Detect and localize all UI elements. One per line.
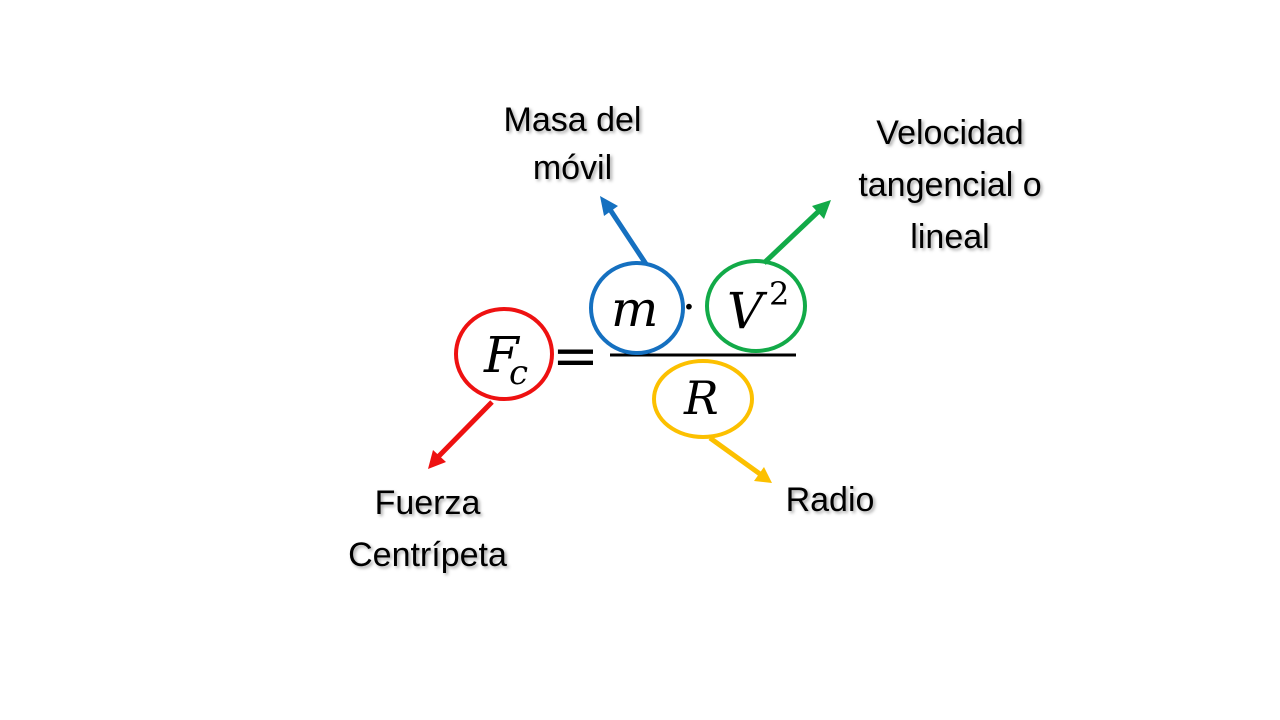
- force-label-line: Fuerza: [374, 484, 481, 522]
- multiplication-dot: ·: [682, 282, 696, 333]
- force-circle: [454, 307, 554, 401]
- velocity-arrowhead: [812, 200, 831, 219]
- mass-symbol: m: [611, 280, 658, 338]
- force-subscript: c: [509, 353, 528, 393]
- radius-arrow: [708, 435, 762, 477]
- velocity-exponent: 2: [769, 275, 789, 313]
- force-arrow: [435, 400, 494, 460]
- mass-circle: [589, 261, 685, 355]
- radius-circle: [652, 359, 754, 439]
- mass-arrow: [606, 206, 649, 266]
- velocity-label-line: tangencial o: [858, 166, 1042, 204]
- mass-label: Masa del móvil: [470, 96, 675, 192]
- force-label: Fuerza Centrípeta: [320, 477, 535, 581]
- force-symbol: F: [483, 326, 521, 384]
- equals-sign: =: [552, 324, 599, 389]
- force-label-line: Centrípeta: [348, 536, 507, 574]
- mass-label-line: Masa del: [503, 101, 642, 139]
- radius-label: Radio: [770, 476, 890, 524]
- radius-symbol: R: [683, 371, 719, 425]
- radius-arrowhead: [754, 467, 772, 483]
- velocity-symbol: V: [727, 282, 768, 340]
- mass-label-line: móvil: [532, 149, 613, 187]
- force-arrowhead: [428, 450, 446, 469]
- velocity-label-line: lineal: [910, 218, 990, 256]
- mass-arrowhead: [600, 196, 618, 216]
- radius-label-line: Radio: [785, 481, 875, 519]
- velocity-arrow: [762, 208, 822, 265]
- velocity-label: Velocidad tangencial o lineal: [835, 107, 1065, 263]
- velocity-label-line: Velocidad: [876, 114, 1024, 152]
- velocity-circle: [705, 259, 807, 353]
